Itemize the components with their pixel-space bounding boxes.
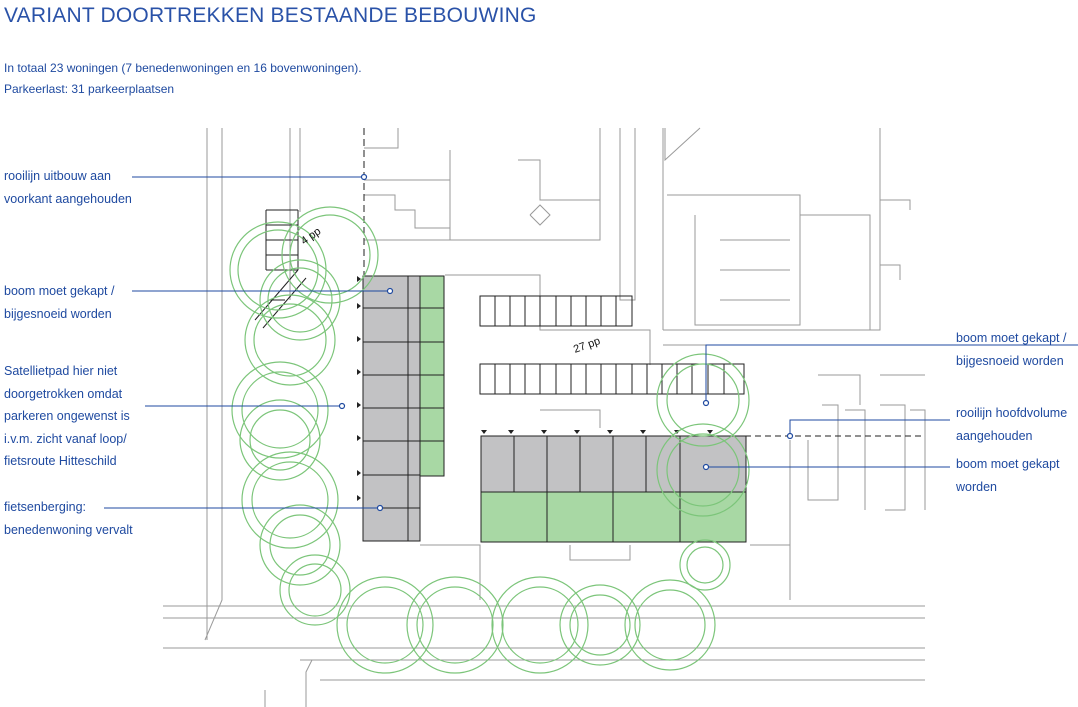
note-rooilijn-hoofdvolume: rooilijn hoofdvolume aangehouden — [956, 406, 1068, 443]
intro-parkeerlast: Parkeerlast: 31 parkeerplaatsen — [4, 82, 175, 96]
note-fietsenberging: fietsenberging: benedenwoning vervalt — [4, 500, 133, 537]
parking-27pp-label: 27 pp — [572, 335, 602, 356]
context-lines — [163, 127, 1078, 707]
trees — [229, 206, 750, 674]
note-boom-gekapt: boom moet gekapt worden — [956, 457, 1060, 494]
intro-woningen: In totaal 23 woningen (7 benedenwoningen… — [4, 61, 362, 75]
note-boom-rechts: boom moet gekapt / bijgesnoeid worden — [956, 331, 1067, 368]
building-left — [362, 275, 445, 542]
note-rooilijn-uitbouw: rooilijn uitbouw aan voorkant aangehoude… — [4, 169, 132, 206]
note-satellietpad: Satellietpad hier niet doorgetrokken omd… — [4, 364, 130, 468]
page-title: VARIANT DOORTREKKEN BESTAANDE BEBOUWING — [4, 4, 537, 27]
leader-lines — [104, 173, 1078, 512]
note-boom-links: boom moet gekapt / bijgesnoeid worden — [4, 284, 115, 321]
building-right — [480, 435, 747, 543]
parking-27pp — [479, 295, 745, 395]
